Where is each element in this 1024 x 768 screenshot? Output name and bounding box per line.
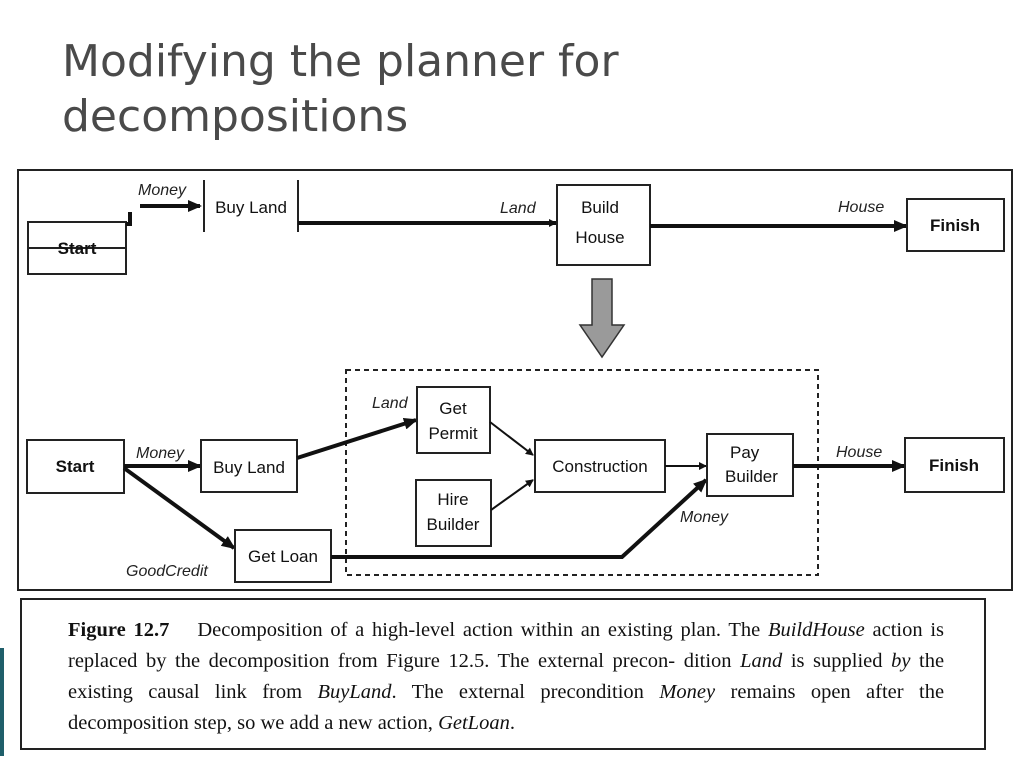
cond-money-2: Money: [680, 509, 729, 526]
title-line-2: decompositions: [62, 91, 409, 142]
slide-title: Modifying the planner for decompositions: [62, 34, 619, 144]
cond-money: Money: [136, 445, 185, 462]
top-buildhouse-label-2: House: [575, 228, 624, 247]
construction-label: Construction: [552, 457, 647, 476]
getpermit-box: [416, 386, 491, 454]
slide-accent-bar: [0, 648, 4, 756]
plan-diagram: Start Money Buy Land Land Build House Ho…: [17, 169, 1013, 591]
construction-box: [534, 439, 666, 493]
top-buyland-label: Buy Land: [215, 198, 287, 217]
paybuilder-box: [706, 433, 794, 497]
hirebuilder-label-2: Builder: [427, 515, 480, 534]
hirebuilder-label-1: Hire: [437, 490, 468, 509]
top-cond-house: House: [838, 199, 884, 216]
top-finish-box: [906, 198, 1005, 252]
finish-label: Finish: [929, 456, 979, 475]
link-buyland-getpermit: [296, 417, 418, 460]
buyland-label: Buy Land: [213, 458, 285, 477]
top-start-label: Start: [58, 239, 97, 258]
diagram-frame: [17, 169, 1013, 591]
getpermit-label-2: Permit: [428, 424, 477, 443]
finish-box: [904, 437, 1005, 493]
start-label: Start: [56, 457, 95, 476]
decomposition-boundary: [345, 369, 819, 576]
title-line-1: Modifying the planner for: [62, 36, 619, 87]
cond-land: Land: [372, 395, 409, 412]
hirebuilder-box: [415, 479, 492, 547]
paybuilder-label-1: Pay: [730, 443, 760, 462]
top-link-start-buyland: [126, 206, 200, 226]
link-getloan-paybuilder: [331, 478, 708, 559]
top-buildhouse-box: [556, 184, 651, 266]
link-start-getloan: [122, 466, 236, 550]
buyland-box: [200, 439, 298, 493]
link-getpermit-construction: [489, 421, 534, 456]
figure-number: Figure 12.7: [68, 619, 170, 641]
top-finish-label: Finish: [930, 216, 980, 235]
getpermit-label-1: Get: [439, 399, 467, 418]
top-cond-land: Land: [500, 200, 537, 217]
link-hirebuilder-construction: [490, 479, 534, 511]
cond-goodcredit: GoodCredit: [126, 563, 208, 580]
top-plan: Start Money Buy Land Land Build House Ho…: [27, 180, 1005, 275]
bottom-plan: Start Money Buy Land GoodCredit Get Loan…: [26, 369, 1005, 583]
top-cond-money: Money: [138, 182, 187, 199]
top-buildhouse-label-1: Build: [581, 198, 619, 217]
getloan-label: Get Loan: [248, 547, 318, 566]
decomposition-arrow: [578, 278, 626, 359]
start-box: [26, 439, 125, 494]
paybuilder-label-2: Builder: [725, 467, 778, 486]
cond-house: House: [836, 444, 882, 461]
